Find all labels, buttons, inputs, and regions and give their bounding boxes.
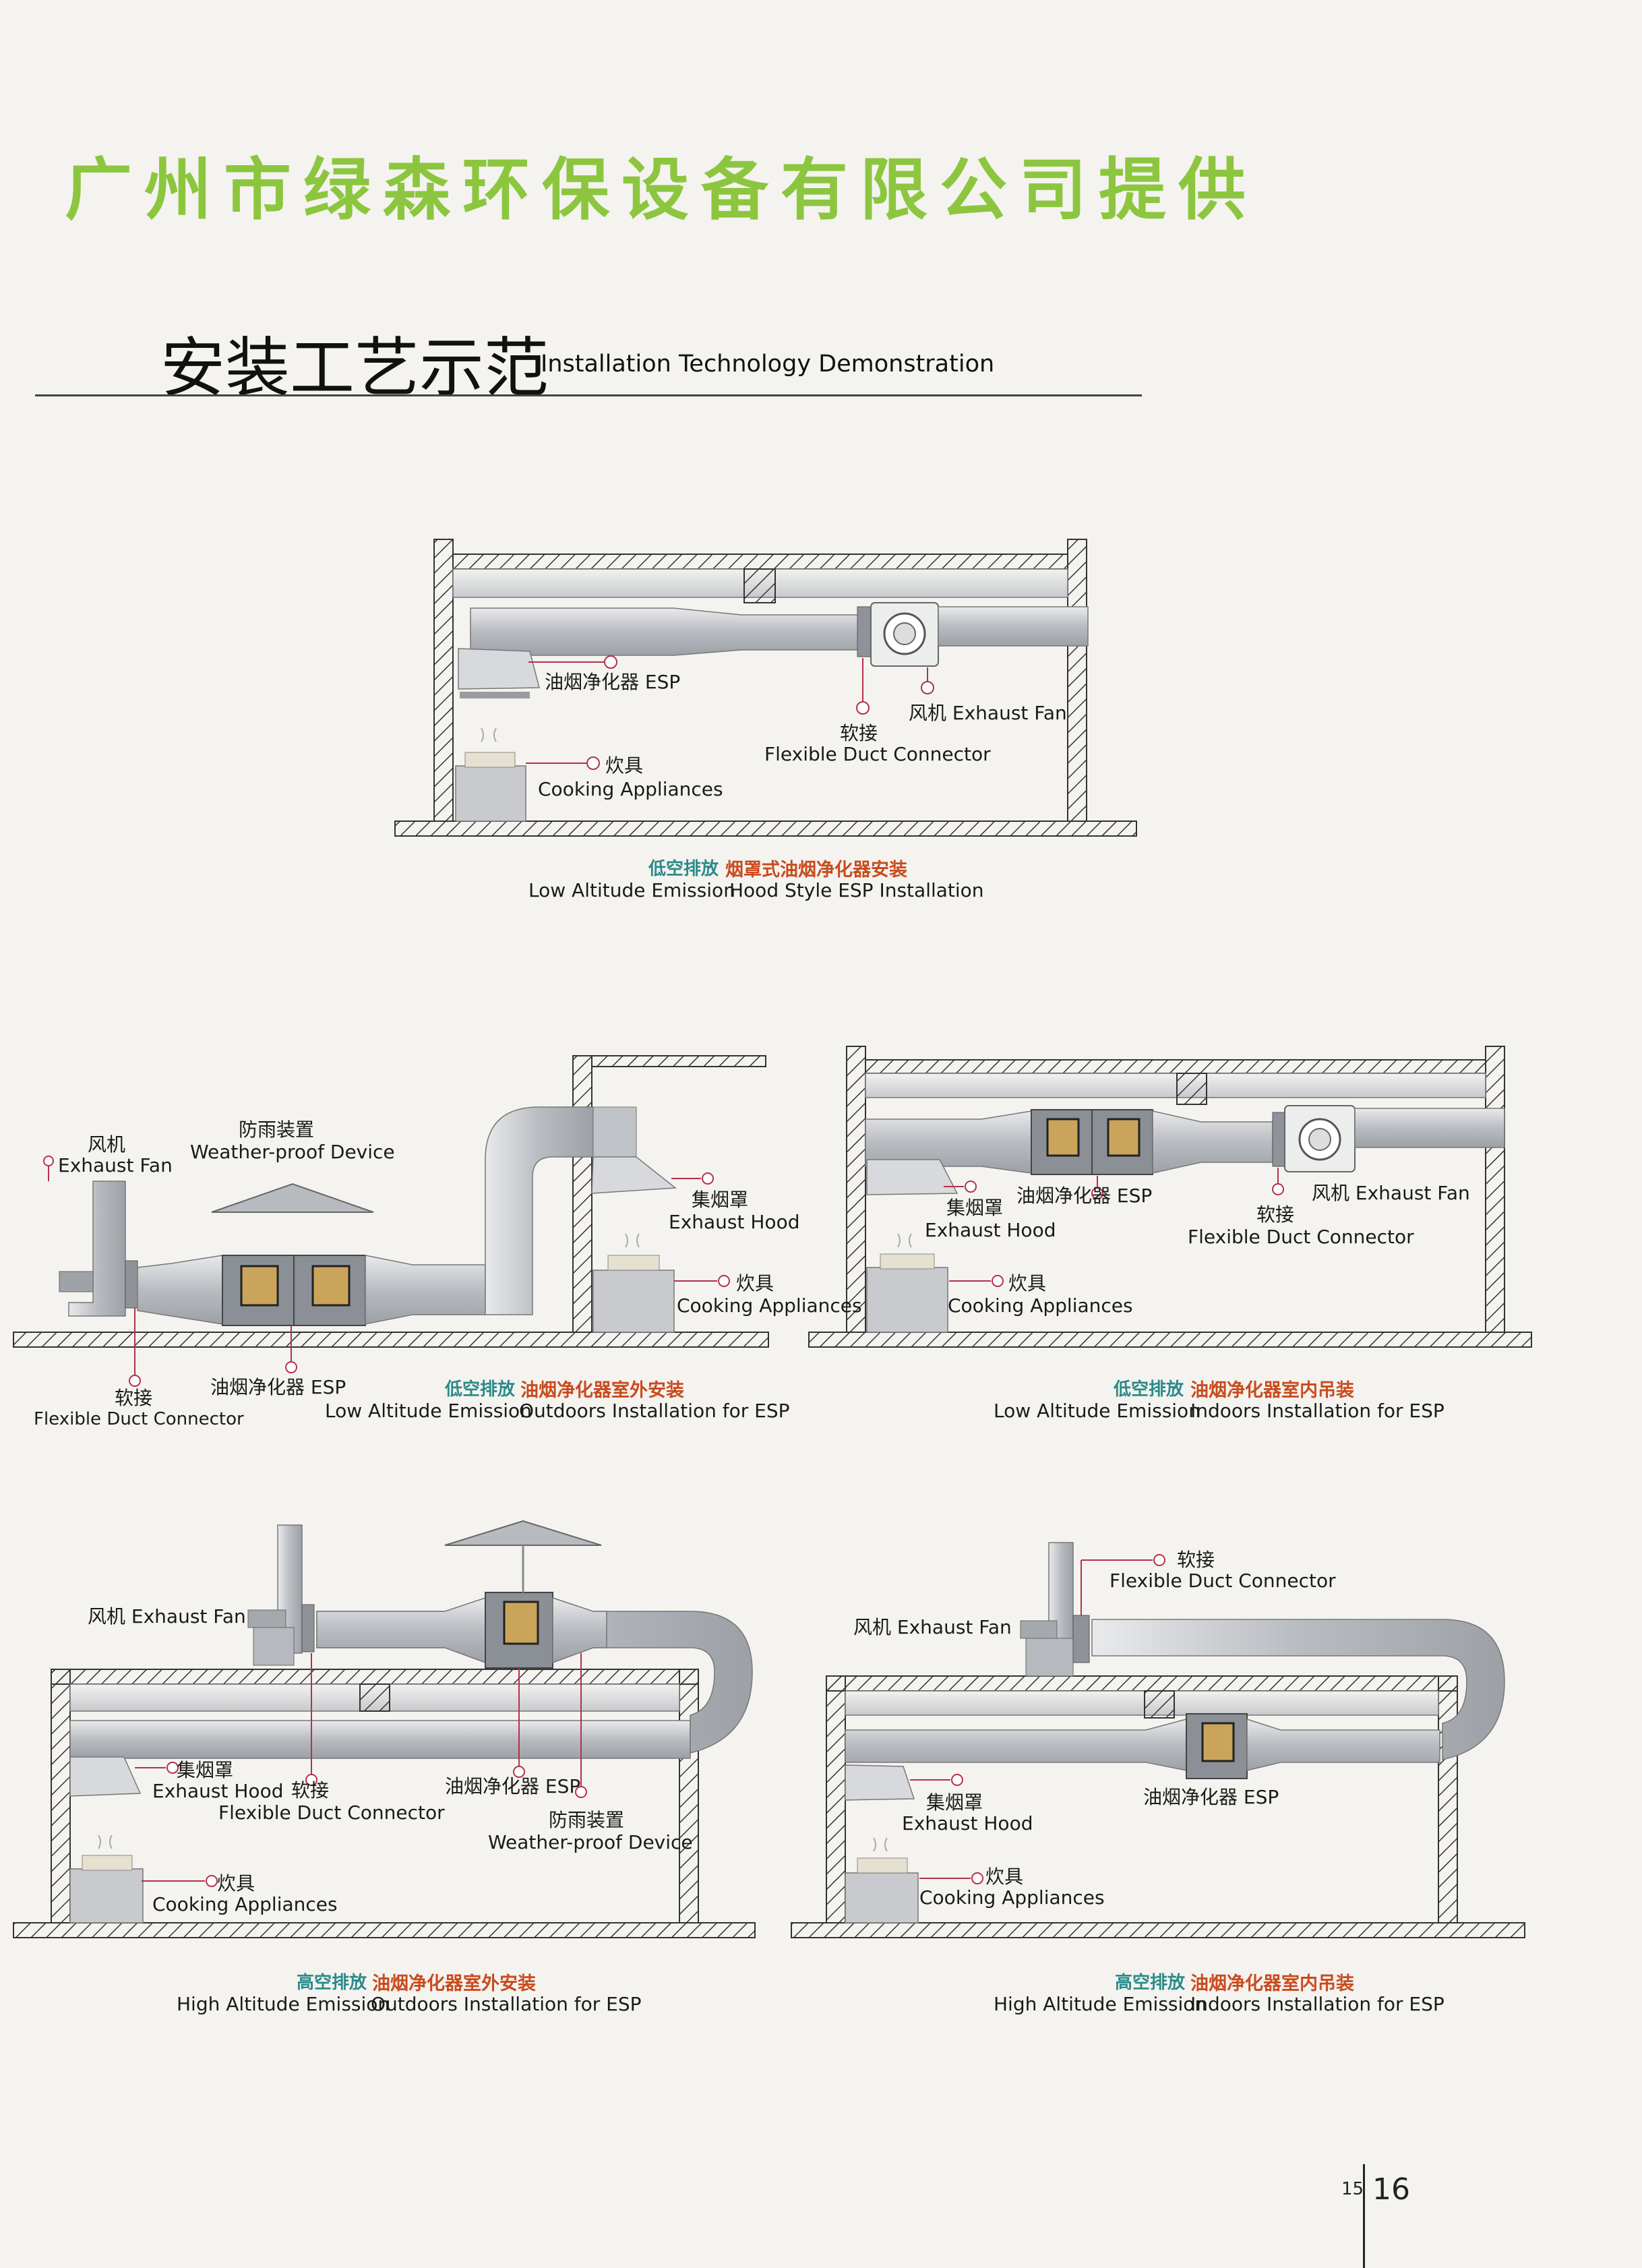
d2-fan-cn: 风机 [88,1133,126,1156]
d4-caption-en1: High Altitude Emission [177,1993,390,2015]
d3-connector-en: Flexible Duct Connector [1188,1226,1414,1248]
d3-connector-cn: 软接 [1256,1203,1295,1226]
d5-fan-label: 风机 Exhaust Fan [853,1616,1012,1638]
d2-caption-en2: Outdoors Installation for ESP [519,1400,790,1422]
d3-caption-cn1: 低空排放 [1114,1379,1184,1400]
d1-cooking-en: Cooking Appliances [538,778,723,800]
section-heading-en: Installation Technology Demonstration [541,351,995,378]
d1-caption-cn2: 烟罩式油烟净化器安装 [725,860,907,881]
d3-esp-label: 油烟净化器 ESP [1016,1185,1153,1207]
d4-fan-label: 风机 Exhaust Fan [88,1605,246,1628]
d5-caption-cn2: 油烟净化器室内吊装 [1190,1973,1354,1994]
diagram1-drawing [394,539,1137,837]
d4-hood-cn: 集烟罩 [177,1759,234,1781]
section-heading-cn: 安装工艺示范 [160,330,549,406]
d4-connector-cn: 软接 [291,1779,330,1801]
d4-caption-cn2: 油烟净化器室外安装 [372,1973,536,1994]
page-gutter-line [1363,2164,1365,2268]
page-number-right: 16 [1372,2172,1410,2207]
d2-caption-cn1: 低空排放 [445,1379,516,1400]
d4-esp-label: 油烟净化器 ESP [445,1775,581,1797]
d5-caption-cn1: 高空排放 [1115,1973,1186,1993]
diagram4-drawing [13,1520,756,1938]
d4-connector-en: Flexible Duct Connector [218,1801,445,1824]
d1-esp-label: 油烟净化器 ESP [545,671,681,693]
d5-hood-en: Exhaust Hood [902,1812,1033,1834]
company-title: 广州市绿森环保设备有限公司提供 [65,150,1258,229]
d5-hood-cn: 集烟罩 [926,1791,983,1814]
d4-caption-cn1: 高空排放 [297,1973,367,1993]
d2-cooking-en: Cooking Appliances [677,1294,862,1317]
d4-cooking-en: Cooking Appliances [152,1893,338,1915]
d2-esp-label: 油烟净化器 ESP [210,1376,346,1398]
d1-connector-cn: 软接 [840,722,878,744]
page-number-left: 15 [1341,2179,1364,2199]
d2-hood-en: Exhaust Hood [669,1211,800,1233]
d3-caption-cn2: 油烟净化器室内吊装 [1190,1380,1354,1401]
d3-caption-en1: Low Altitude Emission [994,1400,1200,1422]
d2-caption-en1: Low Altitude Emission [325,1400,532,1422]
d3-hood-cn: 集烟罩 [946,1197,1004,1219]
diagram3-drawing [808,1046,1532,1348]
d2-connector-cn: 软接 [115,1387,153,1409]
d5-cooking-cn: 炊具 [985,1866,1024,1888]
d2-weather-cn: 防雨装置 [239,1118,315,1141]
d1-caption-cn1: 低空排放 [648,859,719,879]
d3-cooking-cn: 炊具 [1008,1272,1047,1294]
d2-caption-cn2: 油烟净化器室外安装 [520,1380,684,1401]
d3-caption-en2: Indoors Installation for ESP [1190,1400,1445,1422]
d2-fan-en: Exhaust Fan [58,1154,173,1176]
d5-cooking-en: Cooking Appliances [919,1886,1105,1909]
d4-weather-en: Weather-proof Device [488,1831,693,1853]
d3-cooking-en: Cooking Appliances [948,1294,1133,1317]
d3-fan-label: 风机 Exhaust Fan [1312,1182,1470,1204]
d1-cooking-cn: 炊具 [605,754,644,777]
d2-cooking-cn: 炊具 [736,1272,774,1294]
diagram2-drawing [13,1055,769,1387]
d5-caption-en1: High Altitude Emission [994,1993,1207,2015]
diagram5-drawing [791,1542,1525,1938]
d4-caption-en2: Outdoors Installation for ESP [371,1993,642,2015]
d5-caption-en2: Indoors Installation for ESP [1190,1993,1445,2015]
heading-rule [35,394,1142,396]
d1-connector-en: Flexible Duct Connector [764,743,991,765]
d2-connector-en: Flexible Duct Connector [34,1409,244,1429]
d1-fan-label: 风机 Exhaust Fan [909,702,1067,724]
d2-hood-cn: 集烟罩 [692,1189,749,1211]
d1-caption-en1: Low Altitude Emission [528,879,735,901]
d3-hood-en: Exhaust Hood [925,1219,1056,1241]
d5-esp-label: 油烟净化器 ESP [1143,1786,1279,1808]
d5-connector-cn: 软接 [1177,1549,1215,1571]
d5-connector-en: Flexible Duct Connector [1109,1570,1336,1592]
d2-weather-en: Weather-proof Device [190,1141,395,1163]
d4-weather-cn: 防雨装置 [549,1809,625,1831]
d1-caption-en2: Hood Style ESP Installation [729,879,984,901]
d4-cooking-cn: 炊具 [217,1872,255,1894]
d4-hood-en: Exhaust Hood [152,1780,284,1802]
